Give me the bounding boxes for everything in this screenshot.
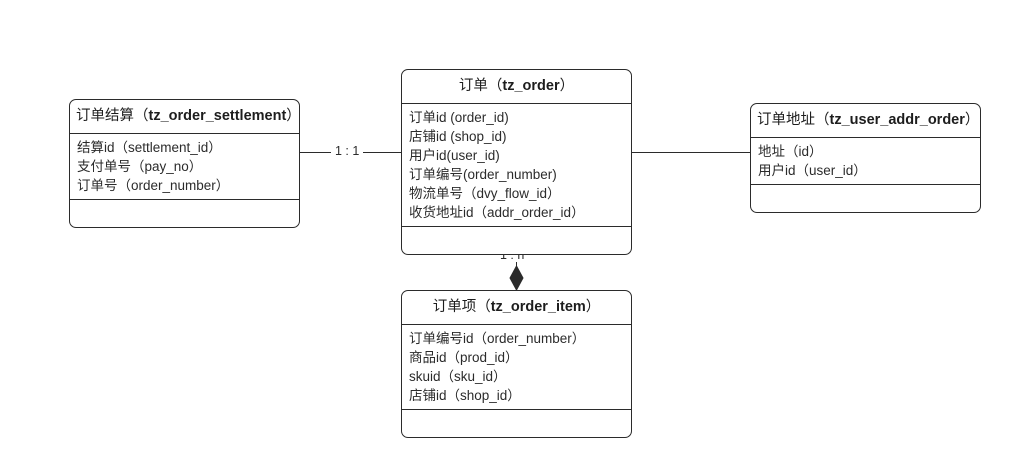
field-row: 支付单号（pay_no） bbox=[77, 158, 203, 174]
paren-close: ） bbox=[964, 112, 980, 128]
field-row: 店铺id（shop_id） bbox=[409, 387, 521, 403]
paren-close: ） bbox=[585, 299, 601, 315]
field-row: 物流单号（dvy_flow_id） bbox=[409, 185, 561, 201]
field-row: 订单编号id（order_number） bbox=[409, 330, 586, 346]
field-row: 结算id（settlement_id） bbox=[77, 139, 222, 155]
connector-order-to-address bbox=[632, 152, 750, 153]
entity-order-settlement[interactable]: 订单结算（tz_order_settlement） 结算id（settlemen… bbox=[69, 99, 300, 228]
cardinality-label-settlement-order: 1 : 1 bbox=[331, 144, 364, 158]
entity-footer-order-item bbox=[402, 410, 631, 437]
paren-close: ） bbox=[286, 108, 300, 124]
field-row: 店铺id (shop_id) bbox=[409, 128, 507, 144]
entity-name-cn: 订单项 bbox=[432, 299, 477, 315]
field-row: 地址（id） bbox=[758, 143, 823, 159]
entity-footer-order bbox=[402, 227, 631, 254]
field-row: 用户id(user_id) bbox=[409, 147, 500, 163]
paren-open: （ bbox=[476, 299, 491, 315]
entity-table-name: tz_order_settlement bbox=[148, 108, 287, 124]
entity-fields-user-addr-order: 地址（id） 用户id（user_id） bbox=[751, 138, 980, 185]
paren-open: （ bbox=[134, 108, 149, 124]
field-row: 订单编号(order_number) bbox=[409, 166, 557, 182]
entity-footer-order-settlement bbox=[70, 200, 299, 227]
diamond-arrowhead-icon bbox=[509, 266, 524, 290]
field-row: 订单号（order_number） bbox=[77, 177, 230, 193]
paren-open: （ bbox=[487, 78, 503, 94]
entity-header-order-item: 订单项（tz_order_item） bbox=[402, 291, 631, 325]
entity-table-name: tz_user_addr_order bbox=[829, 112, 965, 128]
entity-name-cn: 订单结算 bbox=[76, 108, 134, 124]
entity-order-item[interactable]: 订单项（tz_order_item） 订单编号id（order_number） … bbox=[401, 290, 632, 438]
field-row: skuid（sku_id） bbox=[409, 368, 507, 384]
entity-header-order: 订单（tz_order） bbox=[402, 70, 631, 104]
field-row: 收货地址id（addr_order_id） bbox=[409, 204, 585, 220]
entity-user-addr-order[interactable]: 订单地址（tz_user_addr_order） 地址（id） 用户id（use… bbox=[750, 103, 981, 213]
entity-fields-order-item: 订单编号id（order_number） 商品id（prod_id） skuid… bbox=[402, 325, 631, 410]
entity-order[interactable]: 订单（tz_order） 订单id (order_id) 店铺id (shop_… bbox=[401, 69, 632, 255]
entity-name-cn: 订单地址 bbox=[757, 112, 815, 128]
entity-name-cn: 订单 bbox=[458, 78, 488, 94]
field-row: 用户id（user_id） bbox=[758, 162, 867, 178]
entity-fields-order-settlement: 结算id（settlement_id） 支付单号（pay_no） 订单号（ord… bbox=[70, 134, 299, 200]
paren-open: （ bbox=[815, 112, 830, 128]
field-row: 订单id (order_id) bbox=[409, 109, 509, 125]
entity-header-user-addr-order: 订单地址（tz_user_addr_order） bbox=[751, 104, 980, 138]
paren-close: ） bbox=[559, 78, 575, 94]
entity-footer-user-addr-order bbox=[751, 185, 980, 212]
entity-fields-order: 订单id (order_id) 店铺id (shop_id) 用户id(user… bbox=[402, 104, 631, 227]
entity-header-order-settlement: 订单结算（tz_order_settlement） bbox=[70, 100, 299, 134]
field-row: 商品id（prod_id） bbox=[409, 349, 519, 365]
entity-table-name: tz_order_item bbox=[490, 299, 586, 315]
entity-table-name: tz_order bbox=[502, 78, 560, 94]
